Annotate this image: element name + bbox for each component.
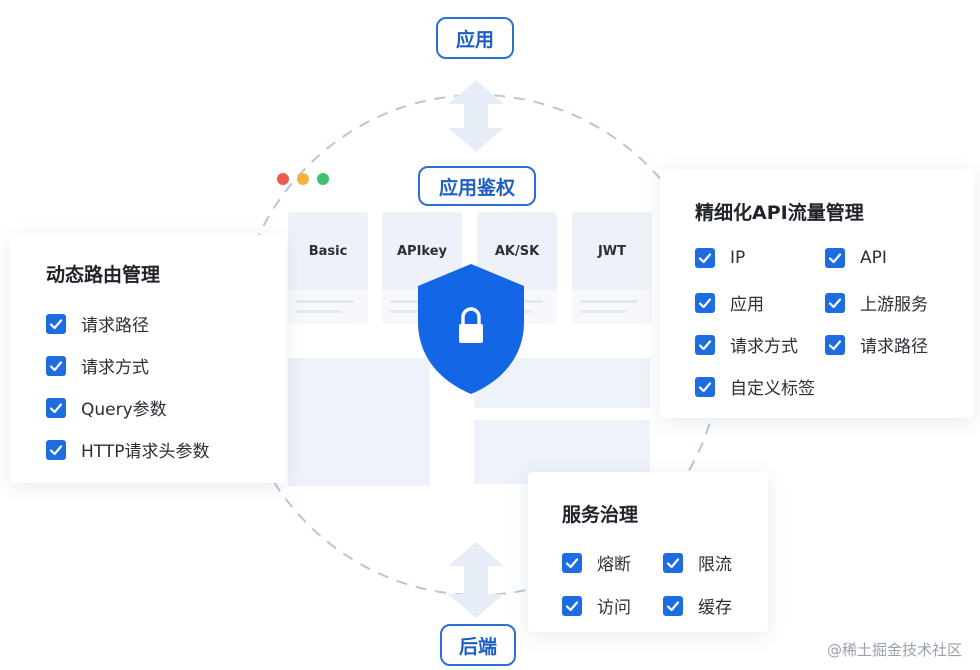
backend-node: 后端 <box>440 624 516 666</box>
checkbox-checked-icon <box>695 292 715 313</box>
governance-item: 缓存 <box>663 593 732 618</box>
routing-item: 请求路径 <box>46 311 149 336</box>
auth-method-label: AK/SK <box>477 212 557 290</box>
auth-method-label: JWT <box>572 212 652 290</box>
item-label: 请求方式 <box>730 337 798 357</box>
checkbox-checked-icon <box>46 439 66 460</box>
governance-item: 熔断 <box>562 550 631 575</box>
routing-item: HTTP请求头参数 <box>46 437 210 462</box>
traffic-item: 请求方式 <box>695 332 798 357</box>
governance-title: 服务治理 <box>562 504 639 526</box>
checkbox-checked-icon <box>46 397 66 418</box>
item-label: 熔断 <box>597 555 631 575</box>
checkbox-checked-icon <box>825 334 845 355</box>
checkbox-checked-icon <box>46 313 66 334</box>
auth-card-jwt: JWT <box>572 212 652 324</box>
checkbox-checked-icon <box>825 248 845 268</box>
checkbox-checked-icon <box>663 552 683 573</box>
window-dot-green <box>317 173 329 185</box>
double-arrow-bottom <box>448 542 504 618</box>
watermark: @稀土掘金技术社区 <box>826 641 962 659</box>
traffic-item: 上游服务 <box>825 290 928 315</box>
item-label: 访问 <box>597 598 631 618</box>
app-node: 应用 <box>436 17 514 59</box>
routing-title: 动态路由管理 <box>46 264 161 286</box>
checkbox-checked-icon <box>695 248 715 268</box>
double-arrow-top <box>448 80 504 152</box>
governance-item: 访问 <box>562 593 631 618</box>
item-label: IP <box>730 248 746 268</box>
item-label: 上游服务 <box>860 295 928 315</box>
item-label: 缓存 <box>698 598 732 618</box>
checkbox-checked-icon <box>695 334 715 355</box>
routing-item: 请求方式 <box>46 353 149 378</box>
window-dot-red <box>277 173 289 185</box>
checkbox-checked-icon <box>562 552 582 573</box>
governance-item: 限流 <box>663 550 732 575</box>
item-label: 请求路径 <box>81 316 149 336</box>
checkbox-checked-icon <box>562 595 582 616</box>
routing-item: Query参数 <box>46 395 167 420</box>
auth-method-label: Basic <box>288 212 368 290</box>
auth-card-basic: Basic <box>288 212 368 324</box>
item-label: 限流 <box>698 555 732 575</box>
traffic-item: 自定义标签 <box>695 374 815 399</box>
traffic-item: 应用 <box>695 290 764 315</box>
item-label: 请求方式 <box>81 358 149 378</box>
item-label: 应用 <box>730 295 764 315</box>
traffic-item: IP <box>695 248 745 268</box>
traffic-item: API <box>825 248 887 268</box>
item-label: 自定义标签 <box>730 379 815 399</box>
item-label: HTTP请求头参数 <box>81 442 210 462</box>
bg-block-left <box>288 358 430 486</box>
window-dot-yellow <box>297 173 309 185</box>
auth-title: 应用鉴权 <box>418 166 536 206</box>
item-label: API <box>860 248 887 268</box>
checkbox-checked-icon <box>825 292 845 313</box>
traffic-title: 精细化API流量管理 <box>695 202 864 224</box>
item-label: 请求路径 <box>860 337 928 357</box>
checkbox-checked-icon <box>695 376 715 397</box>
shield-lock-icon <box>418 264 524 394</box>
checkbox-checked-icon <box>663 595 683 616</box>
item-label: Query参数 <box>81 400 167 420</box>
traffic-item: 请求路径 <box>825 332 928 357</box>
checkbox-checked-icon <box>46 355 66 376</box>
